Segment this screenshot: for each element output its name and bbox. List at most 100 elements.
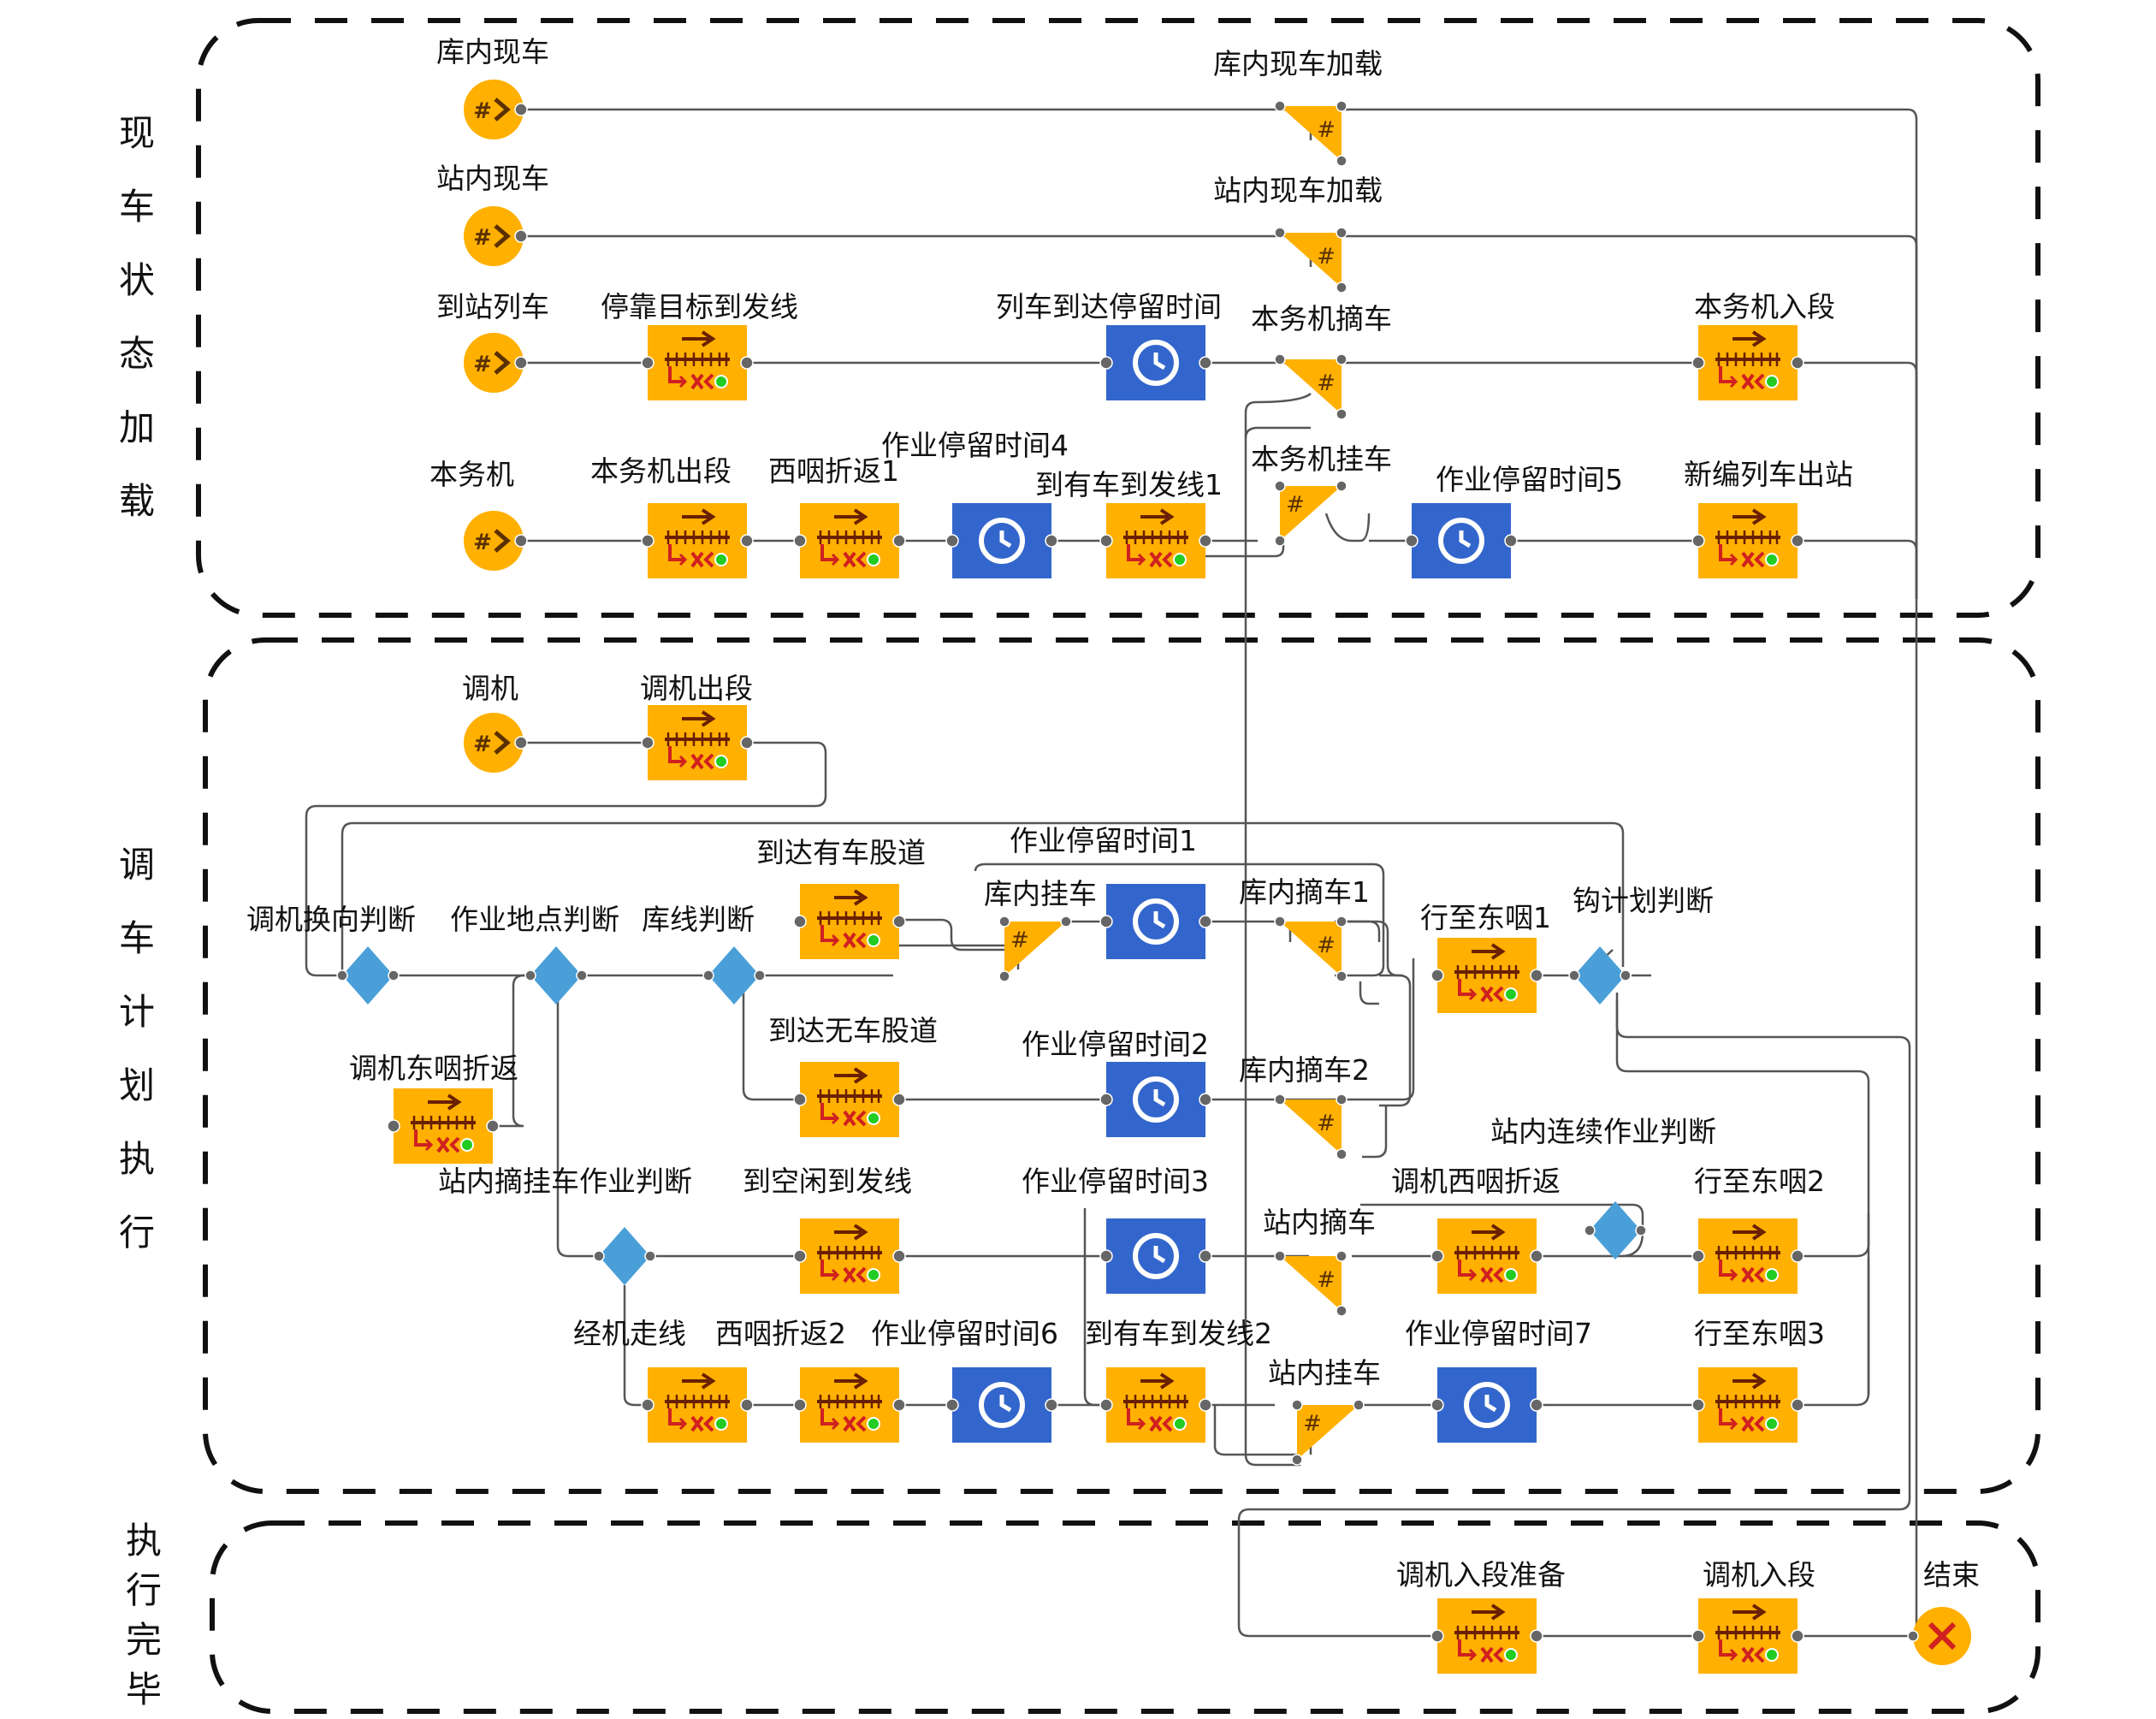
label-delay-stay2: 作业停留时间2 (1022, 1028, 1209, 1061)
hold-kunei-load[interactable] (1274, 100, 1348, 167)
conveyor-new-depart[interactable] (1691, 501, 1805, 580)
decision-diaoji-reverse[interactable] (336, 945, 400, 1005)
label-conv-to-east1: 行至东咽1 (1420, 901, 1551, 934)
label-conv-diaoji-east-return: 调机东咽折返 (349, 1052, 518, 1085)
source-zhannei[interactable] (464, 206, 527, 266)
delay-stay3[interactable] (1100, 1218, 1211, 1294)
conveyor-to-east1[interactable] (1430, 936, 1544, 1015)
label-conv-park-target: 停靠目标到发线 (601, 290, 798, 323)
label-delay-stay3: 作业停留时间3 (1022, 1165, 1209, 1198)
label-hold-station-attach: 站内挂车 (1268, 1356, 1381, 1390)
label-delay-stay1: 作业停留时间1 (1010, 824, 1197, 857)
delay-stay2[interactable] (1100, 1062, 1211, 1137)
label-dec-track: 库线判断 (642, 903, 755, 936)
label-hold-kunei-load: 库内现车加载 (1213, 47, 1383, 80)
conveyor-via-running-line[interactable] (640, 1366, 755, 1444)
delay-stay6[interactable] (946, 1367, 1057, 1443)
hold-station-detach[interactable] (1274, 1250, 1348, 1317)
delay-stay7[interactable] (1431, 1367, 1543, 1443)
label-dec-station-attach-detach: 站内摘挂车作业判断 (438, 1165, 692, 1198)
label-conv-diaoji-west-return: 调机西咽折返 (1391, 1165, 1561, 1198)
conveyor-diaoji-out[interactable] (640, 703, 755, 782)
label-conv-to-east2: 行至东咽2 (1694, 1165, 1825, 1198)
label-src-diaoji: 调机 (462, 672, 518, 705)
section-border-plan-execution (203, 637, 2040, 1494)
conveyor-to-occupied2[interactable] (1099, 1366, 1213, 1444)
label-conv-benwuji-enter: 本务机入段 (1694, 290, 1835, 323)
source-diaoji[interactable] (464, 713, 527, 773)
conveyor-to-east3[interactable] (1691, 1366, 1805, 1444)
conveyor-benwuji-out[interactable] (640, 501, 755, 580)
hold-zhannei-load[interactable] (1274, 227, 1348, 293)
decision-work-location[interactable] (524, 945, 588, 1005)
label-conv-to-occupied-track: 到达有车股道 (756, 836, 926, 869)
label-src-arrive-train: 到站列车 (436, 290, 549, 323)
label-dec-station-continuous: 站内连续作业判断 (1490, 1115, 1716, 1148)
label-conv-to-east3: 行至东咽3 (1694, 1317, 1825, 1350)
hold-benwuji-detach[interactable] (1274, 353, 1348, 420)
source-kunei[interactable] (464, 80, 527, 139)
conveyor-to-east2[interactable] (1691, 1217, 1805, 1295)
hold-kunei-detach1[interactable] (1274, 916, 1348, 982)
label-conv-new-depart: 新编列车出站 (1684, 458, 1853, 491)
connector-lines (305, 108, 1918, 1638)
source-benwuji[interactable] (464, 511, 527, 571)
hold-kunei-detach2[interactable] (1274, 1094, 1348, 1160)
delay-stay1[interactable] (1100, 884, 1211, 959)
label-conv-to-idle-track: 到空闲到发线 (743, 1165, 912, 1198)
decision-station-attach-detach[interactable] (593, 1226, 656, 1286)
label-conv-to-empty-track: 到达无车股道 (768, 1014, 938, 1047)
source-arrive-train[interactable] (464, 333, 527, 393)
end-sink[interactable] (1907, 1607, 1971, 1665)
hold-station-attach[interactable] (1291, 1399, 1365, 1466)
label-conv-diaoji-enter-prep: 调机入段准备 (1396, 1558, 1566, 1592)
delay-stay5[interactable] (1406, 503, 1517, 578)
label-hold-station-detach: 站内摘车 (1263, 1206, 1376, 1239)
label-src-kunei: 库内现车 (436, 35, 549, 68)
decision-track[interactable] (702, 945, 766, 1005)
delay-arrive-stay[interactable] (1100, 325, 1211, 400)
conveyor-diaoji-west-return[interactable] (1430, 1217, 1544, 1295)
label-conv-benwuji-out: 本务机出段 (590, 454, 732, 488)
label-hold-benwuji-attach: 本务机挂车 (1251, 442, 1392, 476)
delay-stay4[interactable] (946, 503, 1057, 578)
label-conv-diaoji-enter: 调机入段 (1703, 1558, 1815, 1592)
label-conv-to-occupied1: 到有车到发线1 (1035, 468, 1223, 501)
label-end: 结束 (1923, 1558, 1980, 1592)
label-delay-stay5: 作业停留时间5 (1436, 463, 1623, 496)
conveyor-to-idle-track[interactable] (792, 1217, 907, 1295)
conveyor-to-occupied-track[interactable] (792, 882, 907, 961)
label-dec-hook-plan: 钩计划判断 (1573, 884, 1714, 917)
conveyor-diaoji-east-return[interactable] (386, 1087, 500, 1165)
label-conv-west-return2: 西咽折返2 (715, 1317, 846, 1350)
section-title-status-load: 现车状态加载 (119, 112, 155, 522)
hold-benwuji-attach[interactable] (1274, 480, 1348, 547)
label-delay-stay6: 作业停留时间6 (871, 1317, 1058, 1350)
label-dec-diaoji-reverse: 调机换向判断 (246, 903, 416, 936)
conveyor-west-return2[interactable] (792, 1366, 907, 1444)
label-conv-via-running-line: 经机走线 (573, 1317, 686, 1350)
conveyor-to-occupied1[interactable] (1099, 501, 1213, 580)
conveyor-diaoji-enter[interactable] (1691, 1597, 1805, 1675)
hold-kunei-attach[interactable] (998, 916, 1072, 982)
close-icon (1928, 1621, 1957, 1651)
conveyor-diaoji-enter-prep[interactable] (1430, 1597, 1544, 1675)
label-hold-kunei-detach1: 库内摘车1 (1239, 875, 1370, 909)
decision-hook-plan[interactable] (1568, 945, 1632, 1005)
label-conv-west-return1: 西咽折返1 (768, 454, 899, 488)
section-title-completion: 执行完毕 (126, 1520, 162, 1710)
label-dec-work-location: 作业地点判断 (450, 903, 619, 936)
conveyor-benwuji-enter[interactable] (1691, 323, 1805, 402)
label-conv-diaoji-out: 调机出段 (640, 672, 753, 705)
conveyor-to-empty-track[interactable] (792, 1060, 907, 1139)
label-src-zhannei: 站内现车 (436, 162, 549, 195)
conveyor-park-target[interactable] (640, 323, 755, 402)
label-delay-arrive-stay: 列车到达停留时间 (996, 290, 1222, 323)
label-hold-zhannei-load: 站内现车加载 (1213, 174, 1383, 207)
label-hold-kunei-attach: 库内挂车 (984, 877, 1097, 910)
label-delay-stay4: 作业停留时间4 (881, 429, 1069, 462)
label-delay-stay7: 作业停留时间7 (1405, 1317, 1592, 1350)
label-src-benwuji: 本务机 (429, 458, 514, 491)
section-border-status-load (196, 18, 2040, 618)
conveyor-west-return1[interactable] (792, 501, 907, 580)
